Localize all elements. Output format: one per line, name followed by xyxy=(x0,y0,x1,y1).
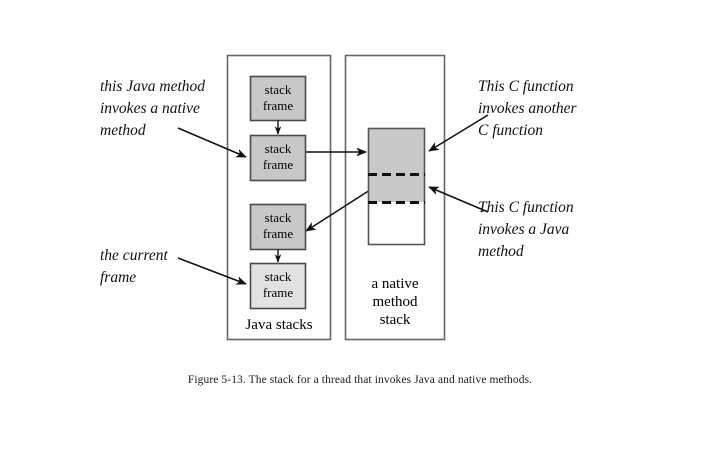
leader-current-frame xyxy=(177,257,247,285)
java-stack-frame-4: stack frame xyxy=(249,262,307,310)
frame-4-line1: stack xyxy=(265,269,292,284)
leader-java-invokes-native xyxy=(177,127,247,158)
native-segment-bottom xyxy=(368,174,425,202)
frame-3-line1: stack xyxy=(265,210,292,225)
frame-1-line2: frame xyxy=(263,98,294,113)
native-segment-top xyxy=(368,128,425,174)
frame-2-line1: stack xyxy=(265,141,292,156)
leader-c-invokes-java xyxy=(428,186,489,213)
frame-1-line1: stack xyxy=(265,82,292,97)
native-segment-unused xyxy=(368,202,425,245)
java-stacks-label: Java stacks xyxy=(245,317,312,333)
connector-native-to-frame3 xyxy=(305,189,371,232)
native-stack-label-line1: a native xyxy=(371,276,418,292)
frame-4-line2: frame xyxy=(263,285,294,300)
java-stack-frame-2: stack frame xyxy=(249,134,307,182)
annotation-c-invokes-java: This C function invokes a Java method xyxy=(478,199,574,260)
native-stack-rect xyxy=(367,127,426,246)
annotation-current-frame: the current frame xyxy=(100,247,168,286)
figure-caption: Figure 5-13. The stack for a thread that… xyxy=(187,374,533,386)
java-stack-frame-1: stack frame xyxy=(249,75,307,122)
annotation-java-invokes-native: this Java method invokes a native method xyxy=(100,78,206,139)
frame-2-line2: frame xyxy=(263,157,294,172)
frame-3-line2: frame xyxy=(263,226,294,241)
native-stack-label-line2: method xyxy=(373,294,418,310)
java-stack-frame-3: stack frame xyxy=(249,203,307,251)
leader-c-invokes-c xyxy=(428,114,489,152)
annotation-c-invokes-c: This C function invokes another C functi… xyxy=(478,78,577,139)
native-stack-label-line3: stack xyxy=(380,312,411,328)
